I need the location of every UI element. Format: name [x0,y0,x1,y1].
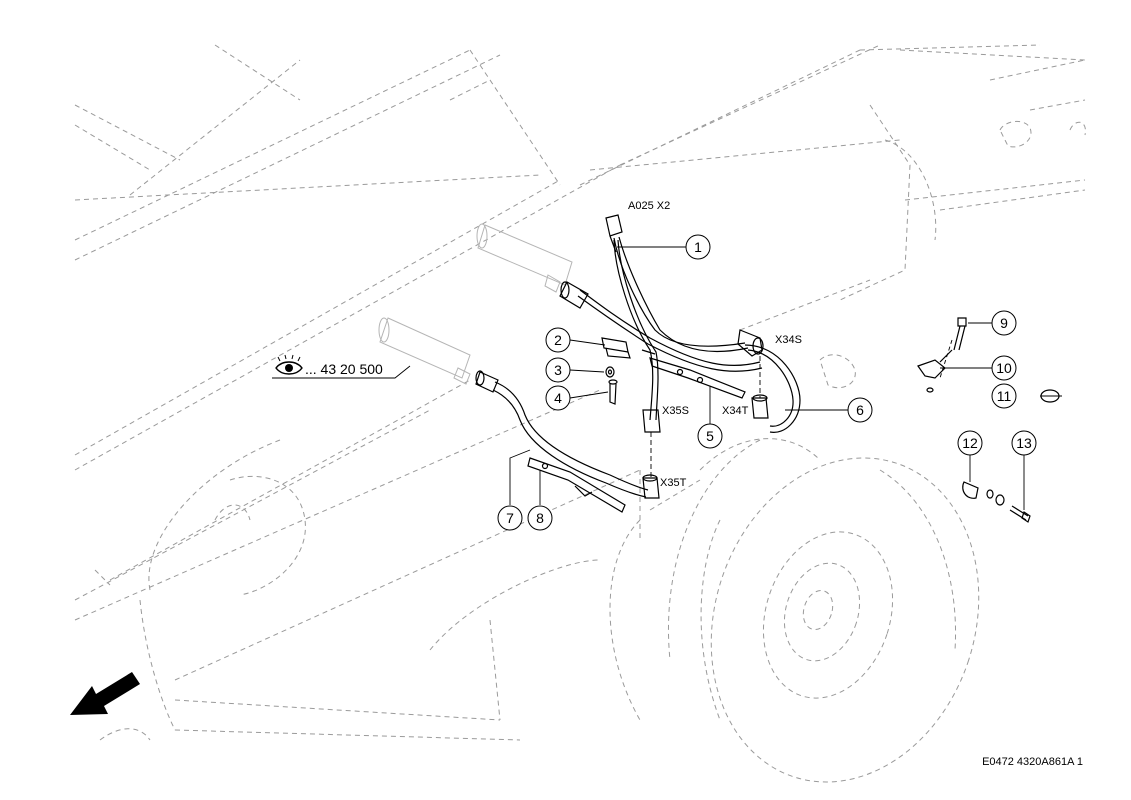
callout-7: 7 [497,505,523,531]
callout-10: 10 [991,355,1017,381]
hydraulic-cylinder-lower [378,317,471,385]
callout-9-number: 9 [1000,315,1008,331]
figure-code: E0472 4320A861A 1 [982,756,1083,768]
callout-2: 2 [545,327,571,353]
callout-6: 6 [847,397,873,423]
label-x35t: X35T [660,477,687,489]
clip-2 [601,337,631,359]
callout-5: 5 [697,423,723,449]
callout-12: 12 [957,430,983,456]
callout-3: 3 [545,357,571,383]
bracket-10 [917,349,953,393]
callout-5-number: 5 [706,428,714,444]
label-x34s: X34S [775,334,802,346]
callout-1-number: 1 [694,239,702,255]
label-a025-x2: A025 X2 [628,200,670,212]
wheel-phantom [609,439,980,783]
callout-3-number: 3 [554,362,562,378]
callout-1: 1 [685,234,711,260]
callout-8: 8 [527,505,553,531]
cable-harness-1 [559,214,801,433]
callout-2-number: 2 [554,332,562,348]
bracket-8 [527,457,626,513]
cross-reference[interactable]: ... 43 20 500 [275,354,383,377]
callout-7-number: 7 [506,510,514,526]
callout-9: 9 [991,310,1017,336]
label-x35s: X35S [662,405,689,417]
callout-8-number: 8 [536,510,544,526]
bolt-9 [953,317,967,351]
assembly-line-9-10 [939,339,953,379]
hydraulic-cylinder-upper [476,223,573,293]
callout-11: 11 [991,383,1017,409]
callout-11-number: 11 [997,388,1012,404]
callout-4: 4 [545,385,571,411]
callout-13: 13 [1011,430,1037,456]
bracket-5 [641,349,746,399]
callout-13-number: 13 [1016,435,1032,451]
eye-icon [275,354,303,375]
clamp-12 [962,481,1005,506]
callout-6-number: 6 [856,402,864,418]
washer-3 [605,366,615,378]
callout-10-number: 10 [996,360,1012,376]
background-machine-outline [74,44,1086,741]
reference-text: ... 43 20 500 [305,361,383,377]
callout-12-number: 12 [962,435,978,451]
cable-7 [475,370,660,499]
bolt-13 [1009,505,1031,523]
callout-4-number: 4 [554,390,562,406]
leader-lines [272,246,1062,510]
label-x34t: X34T [722,405,749,417]
bolt-4 [608,379,618,405]
travel-direction-arrow-icon [70,672,140,715]
